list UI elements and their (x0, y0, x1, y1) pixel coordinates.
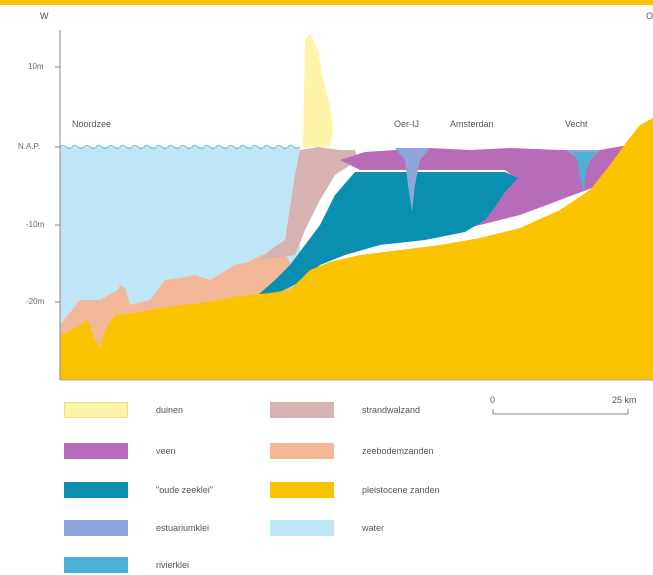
legend-item-oude-zeeklei: "oude zeeklei" (64, 482, 244, 498)
duinen-layer (303, 33, 333, 147)
legend-item-strandwalzand: strandwalzand (270, 402, 470, 418)
water-surface-line (59, 144, 301, 150)
top-accent-bar (0, 0, 653, 5)
legend-swatch (64, 482, 128, 498)
legend-label: zeebodemzanden (362, 446, 434, 456)
ytick-label-minus10m: -10m (26, 220, 45, 229)
legend-label: rivierklei (156, 560, 190, 570)
place-label-vecht: Vecht (565, 119, 588, 129)
legend-item-veen: veen (64, 443, 244, 459)
rivierklei-vecht (572, 152, 596, 192)
scale-label-start: 0 (490, 395, 496, 405)
place-label-oer-ij: Oer-IJ (394, 119, 420, 129)
legend-swatch (64, 520, 128, 536)
legend-label: duinen (156, 405, 184, 415)
legend-item-pleistocene-zanden: pleistocene zanden (270, 482, 470, 498)
legend-swatch (270, 520, 334, 536)
compass-west: W (40, 11, 49, 21)
place-label-amsterdam: Amsterdan (450, 119, 494, 129)
scale-label-end: 25 km (612, 395, 637, 405)
legend-label: "oude zeeklei" (156, 485, 213, 495)
place-label-noordzee: Noordzee (72, 119, 112, 129)
oude-zeeklei-layer (258, 172, 518, 295)
legend-swatch (270, 443, 334, 459)
legend-swatch (64, 557, 128, 573)
ytick-label-10m: 10m (28, 62, 44, 71)
legend-label: pleistocene zanden (362, 485, 440, 495)
legend-swatch (270, 402, 334, 418)
estuariumklei-oer-ij (395, 148, 430, 212)
legend-item-estuariumklei: estuariumklei (64, 520, 244, 536)
legend-item-water: water (270, 520, 470, 536)
legend-item-zeebodemzanden: zeebodemzanden (270, 443, 470, 459)
legend-swatch (64, 443, 128, 459)
legend-label: water (362, 523, 385, 533)
legend-swatch (64, 402, 128, 418)
legend-item-duinen: duinen (64, 402, 244, 418)
legend-label: strandwalzand (362, 405, 421, 415)
ytick-label-nap: N.A.P. (18, 142, 41, 151)
legend-label: estuariumklei (156, 523, 210, 533)
legend-swatch (270, 482, 334, 498)
ytick-label-minus20m: -20m (26, 297, 45, 306)
legend-label: veen (156, 446, 176, 456)
compass-east: O (646, 11, 653, 21)
pleistocene-zanden-layer (60, 118, 653, 380)
legend-item-rivierklei: rivierklei (64, 557, 244, 573)
strandwalzand-layer (260, 147, 358, 260)
